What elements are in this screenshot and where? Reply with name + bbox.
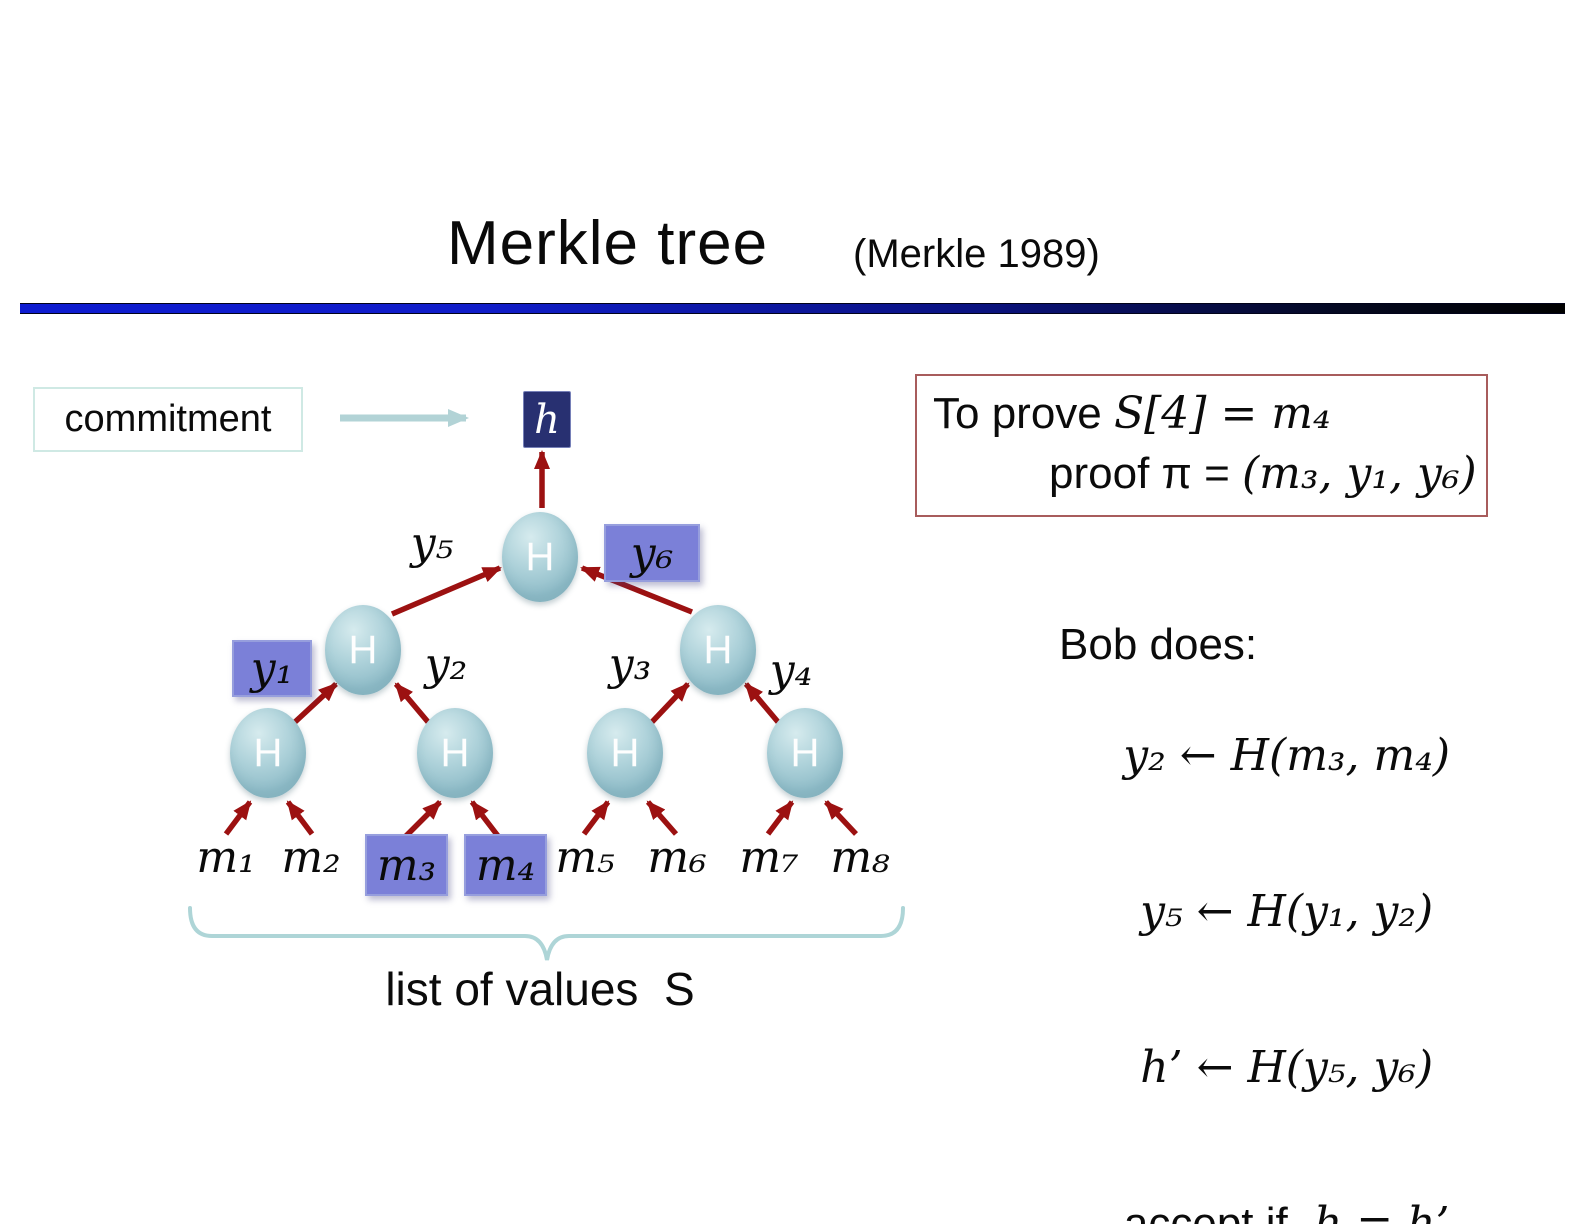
left-arrow-icon: ←	[1196, 1042, 1234, 1093]
bob-step-3: h’ ← H(y₅, y₆)	[1035, 990, 1465, 1146]
leaf-label-m8: m₈	[830, 832, 890, 883]
bob-step-1: y₂ ← H(m₃, m₄)	[1035, 678, 1465, 834]
bob-step-1-lhs: y₂	[1123, 730, 1166, 781]
edge-m8	[823, 800, 859, 836]
label-y6: y₆	[630, 527, 674, 579]
edge-m1	[223, 800, 253, 836]
leaf-label-m6: m₆	[647, 832, 707, 883]
list-brace	[188, 906, 905, 961]
edge-l3b-l2a	[393, 682, 431, 724]
bob-step-2-lhs: y₅	[1140, 886, 1183, 937]
left-arrow-icon: ←	[1196, 886, 1234, 937]
root-hash-label: h	[534, 396, 560, 443]
proof-line2-label: proof π =	[1049, 449, 1243, 498]
proof-line2-math: (m₃, y₁, y₆)	[1242, 448, 1477, 499]
edge-m5	[581, 800, 611, 836]
leaf-label-m5: m₅	[555, 832, 615, 883]
edge-m4	[469, 800, 501, 838]
edge-m3	[404, 800, 442, 838]
label-y3: y₃	[608, 639, 652, 690]
bob-step-2-rhs: H(y₁, y₂)	[1247, 886, 1434, 937]
edge-m7	[765, 800, 795, 836]
bob-step-2: y₅ ← H(y₁, y₂)	[1035, 834, 1465, 990]
label-m3: m₃	[376, 839, 437, 891]
commitment-label: commitment	[64, 398, 272, 440]
bob-accept-math: h = h’	[1299, 1198, 1450, 1224]
hash-node-label: H	[440, 730, 470, 775]
page-title: Merkle tree	[447, 209, 769, 278]
highlight-box-y1: y₁	[232, 640, 312, 697]
tree-node-y2: H	[417, 708, 493, 798]
leaf-label-m7: m₇	[739, 832, 799, 883]
tree-node-y4: H	[767, 708, 843, 798]
tree-node-root: H	[502, 512, 578, 602]
label-y5: y₅	[410, 518, 454, 569]
bob-accept-line: accept if h = h’	[1035, 1146, 1465, 1224]
tree-node-y3: H	[587, 708, 663, 798]
hash-node-label: H	[525, 534, 555, 579]
leaf-label-m2: m₂	[281, 832, 341, 883]
label-y4: y₄	[769, 645, 813, 696]
bob-step-3-rhs: H(y₅, y₆)	[1247, 1042, 1434, 1093]
tree-node-y6: H	[680, 605, 756, 695]
hash-node-label: H	[348, 627, 378, 672]
edge-l2a-root	[390, 565, 502, 617]
edge-l3c-l2b	[650, 682, 690, 724]
leaf-label-m1: m₁	[196, 832, 256, 883]
label-m4: m₄	[475, 839, 536, 891]
label-y1: y₁	[250, 643, 294, 694]
edge-m6	[645, 800, 679, 836]
hash-node-label: H	[790, 730, 820, 775]
title-citation: (Merkle 1989)	[853, 232, 1100, 276]
bob-accept-label: accept if	[1123, 1199, 1300, 1224]
bob-heading: Bob does:	[1059, 620, 1258, 669]
tree-node-y1: H	[230, 708, 306, 798]
left-arrow-icon: ←	[1179, 730, 1217, 781]
commitment-label-box: commitment	[33, 387, 303, 452]
highlight-box-m4: m₄	[464, 834, 547, 896]
root-hash-box: h	[523, 391, 571, 448]
bob-verification-block: Bob does: y₂ ← H(m₃, m₄) y₅ ← H(y₁, y₂) h’ ← H…	[1035, 620, 1465, 1224]
hash-node-label: H	[610, 730, 640, 775]
tree-node-y5: H	[325, 605, 401, 695]
proof-line1-math: S[4] = m₄	[1113, 388, 1331, 439]
proof-line1: To prove S[4] = m₄	[933, 388, 1486, 439]
proof-line1-label: To prove	[933, 389, 1114, 438]
title-divider	[20, 303, 1565, 314]
proof-line2: proof π = (m₃, y₁, y₆)	[1049, 448, 1486, 499]
highlight-box-y6: y₆	[604, 524, 700, 582]
highlight-box-m3: m₃	[365, 834, 448, 896]
bob-step-1-rhs: H(m₃, m₄)	[1230, 730, 1451, 781]
edge-m2	[285, 800, 315, 836]
edge-arrows	[223, 450, 859, 838]
list-caption: list of values S	[385, 963, 695, 1015]
hash-node-label: H	[703, 627, 733, 672]
bob-step-3-lhs: h’	[1140, 1042, 1183, 1093]
hash-node-label: H	[253, 730, 283, 775]
label-y2: y₂	[424, 639, 468, 690]
proof-statement-box: To prove S[4] = m₄ proof π = (m₃, y₁, y₆…	[915, 374, 1488, 517]
